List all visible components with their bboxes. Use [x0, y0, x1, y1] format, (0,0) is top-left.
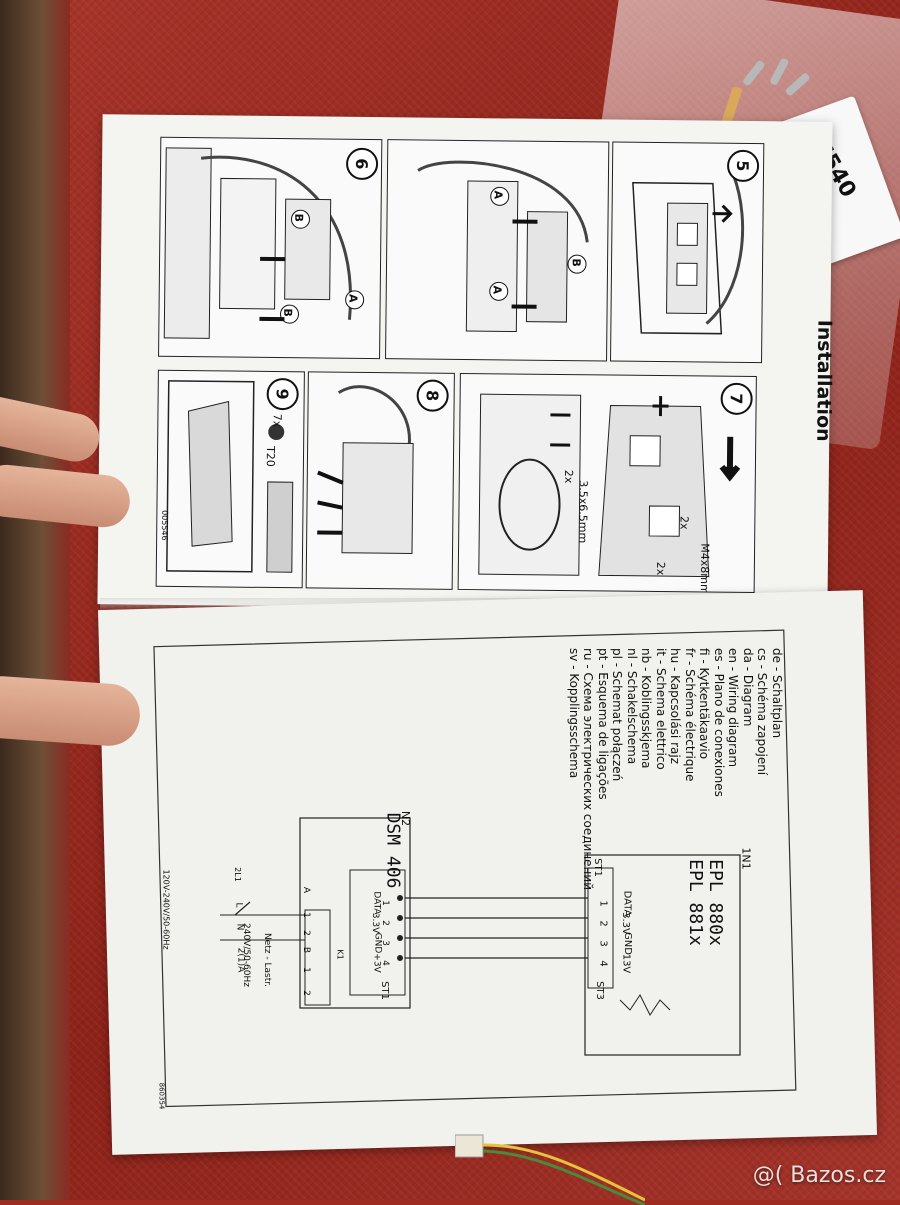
mains-rating-2: 2(1)A	[235, 947, 246, 973]
step-number: 8	[416, 379, 449, 412]
step-5-illustration	[632, 173, 745, 335]
section-title: Installation	[812, 319, 836, 442]
signal-label: 3.3V	[370, 912, 381, 934]
step-number: 6	[345, 147, 379, 181]
callout-b: B	[281, 308, 295, 317]
pin-number: 1	[597, 900, 609, 907]
step-9-illustration	[166, 380, 294, 573]
signal-lines	[405, 897, 588, 959]
terminal-label: 2	[300, 990, 311, 996]
terminal-label: 1	[300, 912, 311, 918]
n2-model: DSM 406	[382, 812, 404, 889]
wiring-diagram-sheet	[97, 590, 878, 1155]
n1-box	[584, 854, 741, 1056]
terminal-label: 2	[300, 930, 311, 936]
pin-number: 2	[379, 920, 390, 926]
screw-count-2: 2x	[562, 469, 576, 484]
n1-connector-2-label: ST3	[593, 981, 605, 1000]
terminal-label: B	[301, 946, 312, 954]
pin-number: 3	[379, 940, 390, 946]
diagram-frame	[153, 629, 797, 1108]
relay-label: K1	[335, 949, 345, 960]
screw-count: 2x	[677, 515, 691, 530]
cable-with-connector	[455, 1134, 645, 1205]
callout-b: B	[292, 213, 306, 223]
screw-icon	[742, 59, 766, 87]
step-5-panel: 5	[610, 141, 765, 364]
signal-label: GND	[621, 932, 633, 955]
pin-number: 2	[597, 920, 609, 927]
callout-a: A	[346, 293, 360, 303]
step-6-panel: 6 B B A	[158, 136, 383, 360]
watermark: @( Bazos.cz	[752, 1163, 886, 1188]
n1-model: EPL 880x	[704, 859, 726, 946]
screw-size: M4x8mm	[697, 543, 712, 594]
terminal-label: A	[301, 886, 312, 894]
step-5b-panel: A A B	[385, 139, 610, 362]
doc-code: 860354	[157, 1082, 166, 1110]
callout-a: A	[490, 285, 504, 295]
step-7-panel: 7 2x M4x8mm 2x 2x 3.5x6.5mm	[457, 372, 757, 594]
step-number: 7	[720, 382, 753, 416]
n1-connector-label: ST1	[591, 858, 603, 877]
tool-name: T20	[263, 446, 277, 467]
installation-sheet: 5 A A B 6	[97, 114, 836, 612]
terminal-label: 1	[300, 967, 311, 973]
signal-label: 13V	[620, 953, 632, 974]
figure-code: 005546	[159, 510, 170, 541]
screw-size-2: 3.5x6.5mm	[576, 480, 590, 544]
screw-icon	[769, 57, 790, 86]
finger	[0, 674, 142, 748]
pin-number: 1	[379, 900, 390, 906]
washer-count: 2x	[654, 561, 668, 576]
callout-b: B	[569, 258, 583, 267]
n2-connector-label: ST1	[378, 981, 390, 1000]
step-8-illustration	[317, 385, 414, 554]
tool-count: 7x	[270, 413, 284, 428]
n2-connector	[349, 869, 406, 996]
pin-number: 4	[597, 960, 609, 967]
n1-connector	[587, 867, 614, 989]
n1-model-2: EPL 881x	[684, 859, 706, 946]
switch-label: 2L1	[232, 867, 242, 882]
mains-label: Netz - Lastr.	[261, 933, 272, 987]
line-label: L	[233, 902, 244, 908]
step-7-illustration	[478, 393, 741, 578]
pin-number: 3	[597, 940, 609, 947]
step-number: 5	[726, 149, 760, 183]
n1-label: 1N1	[739, 847, 753, 870]
step-6-illustration	[163, 147, 365, 339]
floor-edge	[0, 0, 70, 1200]
callout-a: A	[491, 190, 505, 200]
step-5b-illustration	[417, 160, 589, 333]
supply-label: 120V-240V/50-60Hz	[161, 869, 171, 950]
step-8-panel: 8	[305, 371, 455, 590]
wiring-schematic	[220, 817, 741, 1056]
language-item: de - Schaltplan	[770, 648, 784, 739]
n2-box	[299, 817, 411, 1009]
step-number: 9	[266, 377, 299, 411]
screw-icon	[784, 72, 811, 97]
pin-number: 4	[379, 960, 390, 966]
step-9-panel: 9 7x T20 005546	[155, 369, 305, 589]
